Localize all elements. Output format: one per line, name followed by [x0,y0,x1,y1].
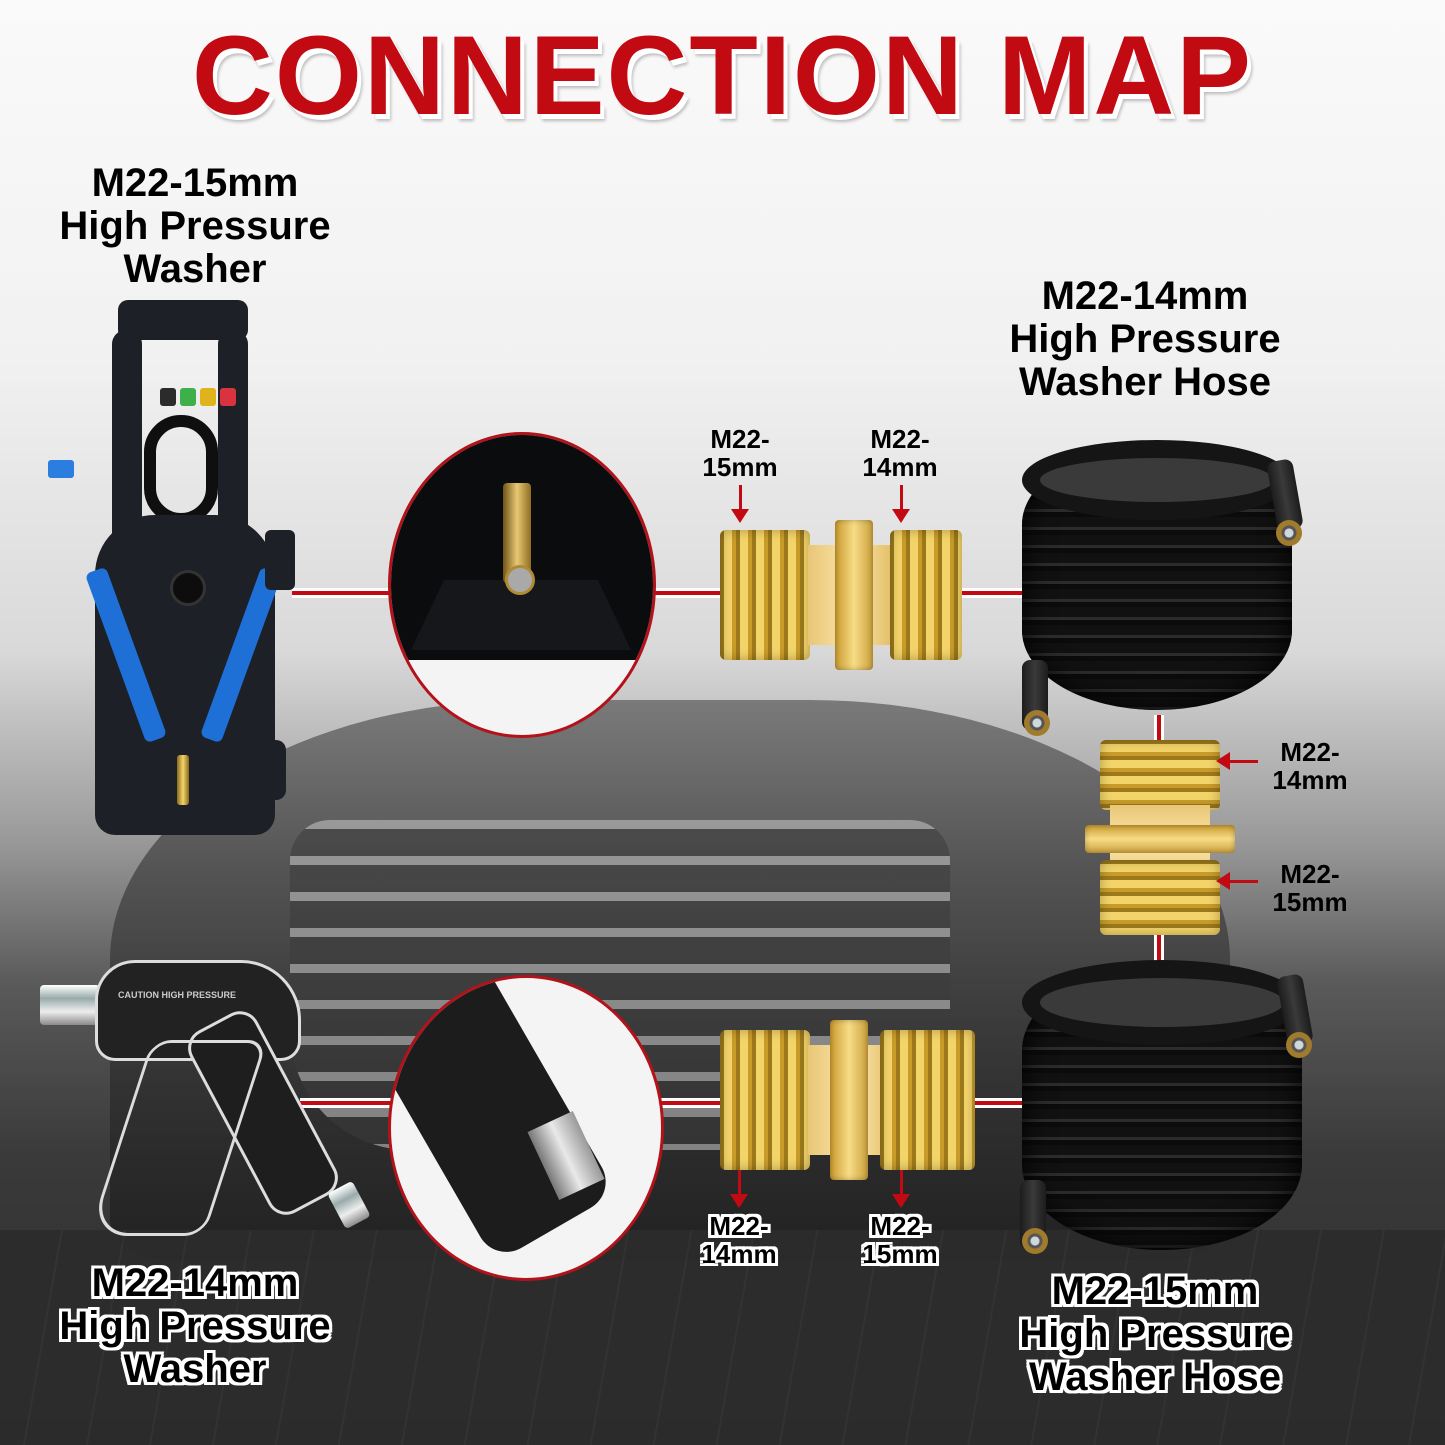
brass-coupler-vertical [1085,740,1235,940]
label-washer-top: M22-15mm High Pressure Washer [59,161,331,292]
hose-reel [144,415,218,525]
power-dial [170,570,206,606]
nozzle-green [180,388,196,406]
label-coupler-bottom-left: M22- 14mm [701,1211,777,1270]
hose-fitting-icon [1286,1032,1312,1058]
arrow-left-icon [1216,872,1258,890]
label-coupler-top-left: M22- 15mm [702,424,778,483]
arrow-down-icon [731,485,749,523]
hose-fitting-icon [1022,1228,1048,1254]
arrow-down-icon [892,1170,910,1208]
gun-grip-closeup [391,978,617,1263]
page-title: CONNECTION MAP [192,13,1253,138]
pressure-washer-image [40,300,300,840]
nozzle-yellow [200,388,216,406]
outlet-fitting [177,755,189,805]
hose-fitting-icon [1024,710,1050,736]
nozzle-black [160,388,176,406]
label-coupler-vertical-top: M22- 14mm [1272,737,1348,796]
label-coupler-top-right: M22- 14mm [862,424,938,483]
arrow-down-icon [892,485,910,523]
label-hose-bottom: M22-15mm High Pressure Washer Hose [1019,1269,1291,1400]
brass-coupler-bottom [720,1020,990,1180]
connection-line-bottom [300,1101,1030,1105]
wet-floor [0,1230,1445,1445]
zoom-circle-washer-outlet [388,432,656,738]
label-coupler-bottom-right: M22- 15mm [862,1211,938,1270]
nozzle-red [220,388,236,406]
connection-line-top [292,591,1022,595]
caution-label: CAUTION HIGH PRESSURE [118,990,237,1000]
arrow-down-icon [730,1170,748,1208]
quick-connect-tip [40,985,100,1025]
zoom-circle-gun-outlet [388,975,664,1281]
spray-gun-image [40,985,100,1025]
label-gun-bottom: M22-14mm High Pressure Washer [59,1261,331,1392]
arrow-left-icon [1216,752,1258,770]
hose-fitting-icon [1276,520,1302,546]
blue-knob [48,460,74,478]
label-coupler-vertical-bottom: M22- 15mm [1272,859,1348,918]
brass-coupler-top [720,520,980,670]
label-hose-top: M22-14mm High Pressure Washer Hose [1009,274,1281,405]
